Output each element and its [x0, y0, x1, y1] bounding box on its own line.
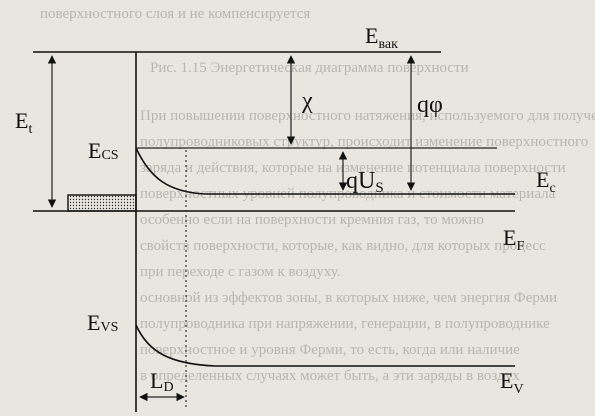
ec-label: Ec [536, 167, 556, 196]
surface-states-box [67, 194, 137, 212]
background-text-line: в определенных случаях может быть, а эти… [140, 368, 520, 384]
ef-label: EF [503, 225, 524, 254]
background-text-line: поверхностное и уровня Ферми, то есть, к… [140, 342, 520, 358]
background-text-line: при переходе с газом к воздуху. [140, 264, 340, 280]
background-text-line: полупроводниковых структур, происходит и… [140, 134, 588, 150]
qus-label: qUS [346, 168, 384, 196]
ev-label: EV [500, 368, 524, 397]
qphi-label: qφ [417, 92, 443, 118]
chi-label: χ [301, 88, 313, 114]
background-text-line: При повышении поверхностного натяжения, … [140, 108, 595, 124]
background-text-line: полупроводника при напряжении, генерации… [140, 316, 550, 332]
et-label: Et [15, 108, 32, 137]
background-text-line: заряда и действия, которые на изменение … [140, 160, 566, 176]
vacuum-level-label: Eвак [365, 23, 398, 52]
background-text-line: Рис. 1.15 Энергетическая диаграмма повер… [150, 60, 469, 76]
conduction-band-curve [135, 147, 515, 195]
ecs-label: ECS [88, 138, 119, 163]
background-text-line: основной из эффектов зоны, в которых ниж… [140, 290, 557, 306]
background-text-line: поверхностного слоя и не компенсируется [40, 6, 310, 22]
background-text-line: особенно если на поверхности кремния газ… [140, 212, 484, 228]
ld-label: LD [150, 368, 174, 395]
background-text: поверхностного слоя и не компенсируется … [40, 6, 595, 384]
background-text-line: свойств поверхности, которые, как видно,… [140, 238, 546, 254]
valence-band-curve [135, 324, 515, 367]
evs-label: EVS [87, 310, 118, 335]
